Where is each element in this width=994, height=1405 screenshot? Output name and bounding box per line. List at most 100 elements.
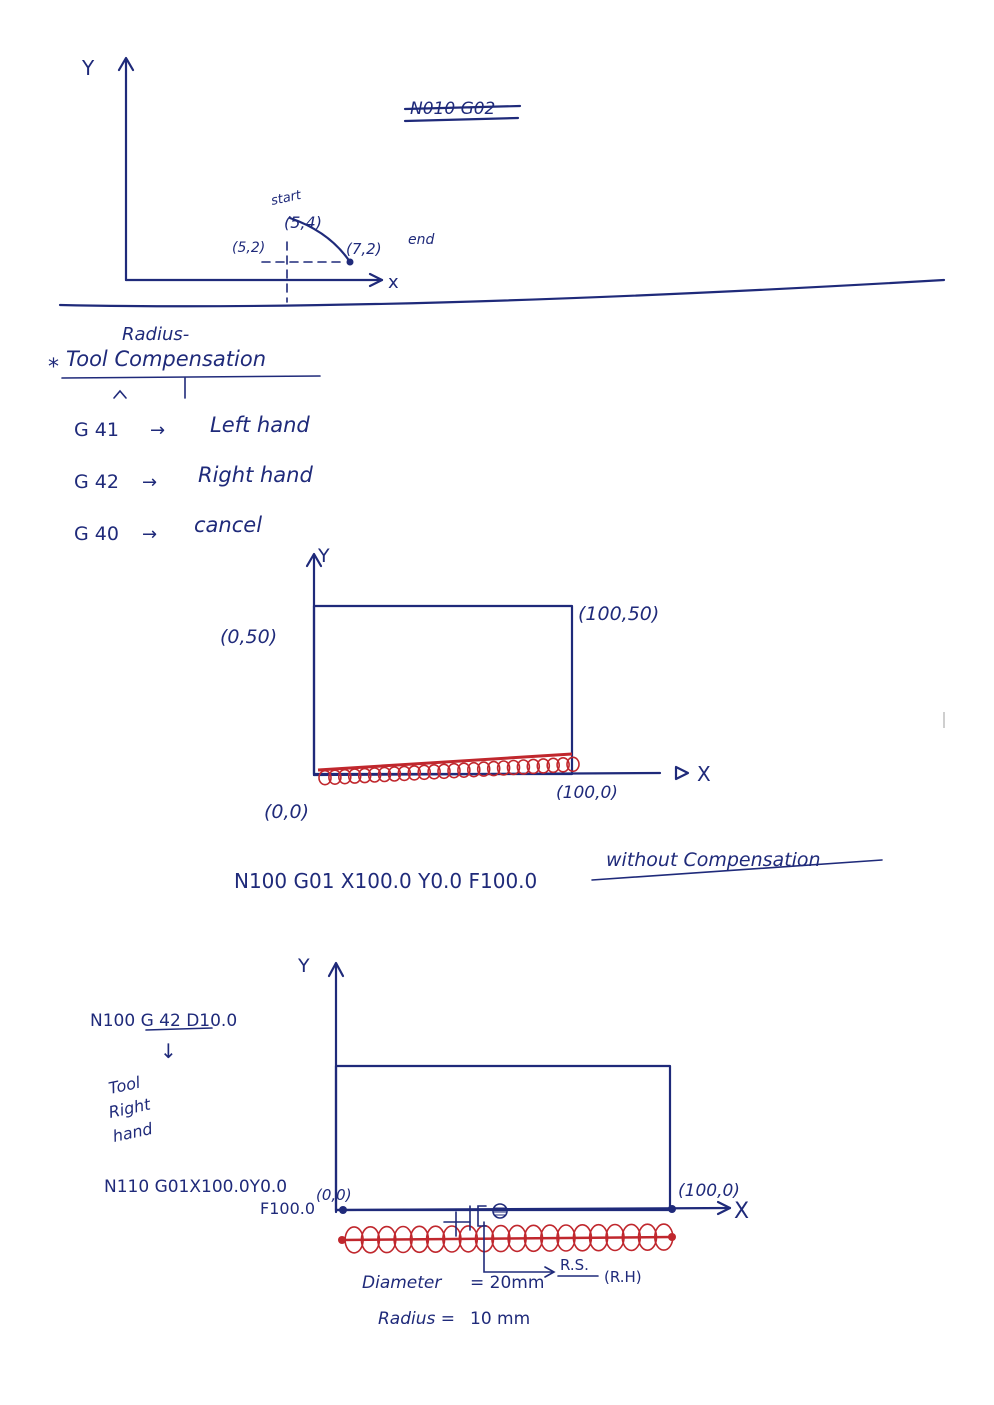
- coil-loop: [491, 1224, 511, 1253]
- graph3-x-label: X: [734, 1199, 749, 1224]
- coil-loop: [566, 756, 580, 773]
- graph2-top-left: (0,50): [220, 626, 277, 648]
- graph2-note-underline: [591, 859, 883, 881]
- coil-loop: [367, 767, 382, 783]
- coil-loop: [486, 760, 501, 777]
- graph2-origin: (0,0): [264, 801, 309, 823]
- graph3-bottom-right: (100,0): [678, 1181, 740, 1201]
- coil-loop: [376, 1225, 397, 1254]
- graph2-y-arrowhead: [305, 552, 323, 568]
- code-g42: G 42: [74, 471, 119, 493]
- coil-loop: [526, 758, 541, 775]
- tool-compensation-section: Radius- * Tool Compensation G 41 → Left …: [48, 324, 321, 545]
- coil-loop: [437, 763, 451, 780]
- graph1-arc: [288, 216, 352, 264]
- graph3-rectangle: [334, 1064, 672, 1212]
- graph2-rectangle: [312, 604, 574, 776]
- coil-loop: [328, 769, 342, 786]
- graph2-x-arrowhead: [674, 765, 690, 781]
- radius-value: 10 mm: [470, 1309, 530, 1329]
- graph1-strike-line-1: [403, 104, 522, 111]
- graph3-end-dot: [668, 1233, 676, 1241]
- graph1-x-arrowhead: [368, 272, 384, 288]
- coil-loop: [539, 1224, 560, 1252]
- graph3-origin-dot: [339, 1206, 347, 1214]
- graph3-line1-prefix-text: N100: [90, 1011, 141, 1031]
- coil-loop: [605, 1223, 625, 1252]
- graph3-down-arrow: ↓: [160, 1039, 177, 1063]
- graph3-y-arrowhead: [327, 961, 345, 978]
- graph3-origin: (0,0): [316, 1186, 352, 1204]
- caret-mark: [113, 389, 127, 399]
- coil-loop: [442, 1225, 462, 1253]
- coil-loop: [393, 1225, 413, 1254]
- code-g40: G 40: [74, 523, 119, 545]
- radius-label: Radius-: [122, 324, 189, 345]
- coil-loop: [523, 1224, 544, 1253]
- graph3-line1-prefix: N100 G 42 D10.0: [90, 1011, 237, 1031]
- graph3-y-label: Y: [297, 955, 310, 977]
- coil-loop: [377, 766, 392, 783]
- graph-with-compensation: Y X N100 G 42 D10.0 ↓ Tool Right hand N1…: [90, 955, 749, 1329]
- coil-loop: [347, 768, 362, 784]
- coil-loop: [546, 757, 561, 774]
- graph1-corner-point: (5,2): [232, 240, 265, 256]
- coil-loop: [387, 766, 402, 782]
- graph2-program: N100 G01 X100.0 Y0.0 F100.0: [234, 869, 537, 893]
- coil-loop: [457, 762, 471, 779]
- coil-loop: [318, 769, 332, 786]
- graph2-y-label: Y: [317, 545, 330, 567]
- coil-loop: [556, 756, 570, 773]
- graph1-y-label: Y: [81, 56, 95, 80]
- coil-loop: [466, 761, 481, 778]
- rs-leader-line: [483, 1221, 553, 1273]
- code-g41-meaning: Left hand: [210, 413, 310, 437]
- diameter-label: Diameter: [362, 1273, 442, 1293]
- coil-loop: [447, 762, 461, 779]
- diameter-value: = 20mm: [470, 1273, 544, 1293]
- code-g40-arrow: →: [142, 524, 157, 545]
- coil-loop: [417, 764, 432, 781]
- graph2-x-label: X: [697, 762, 711, 786]
- section-divider: [58, 278, 946, 308]
- graph1-x-label: x: [388, 272, 399, 293]
- coil-loop: [397, 765, 412, 782]
- star-mark: *: [48, 355, 59, 380]
- graph-without-compensation: Y X (0,50) (100,50) (0,0) (100,0) N100 G…: [220, 545, 883, 893]
- graph2-note: without Compensation: [606, 849, 821, 871]
- graph3-tool-word: Tool: [107, 1073, 143, 1098]
- coil-loop: [637, 1223, 658, 1251]
- code-g41: G 41: [74, 419, 119, 441]
- coil-loop: [506, 759, 521, 776]
- cutter-icon: [492, 1203, 508, 1219]
- graph3-start-dot: [338, 1236, 346, 1244]
- graph3-line2: N110 G01X100.0Y0.0: [104, 1177, 287, 1197]
- graph1-end-point: (7,2): [346, 240, 382, 258]
- coil-loop: [621, 1223, 642, 1252]
- coil-loop: [425, 1225, 446, 1253]
- graph2-top-right: (100,50): [578, 603, 659, 625]
- coil-loop: [476, 761, 491, 777]
- coil-loop: [458, 1225, 479, 1253]
- coil-loop: [357, 767, 372, 784]
- graph3-code-underline: [145, 1027, 213, 1031]
- code-g42-meaning: Right hand: [198, 463, 313, 487]
- coil-loop: [427, 763, 441, 780]
- rs-leader-arrowhead: [544, 1266, 556, 1278]
- graph1-end-dot: [346, 258, 354, 266]
- coil-loop: [572, 1224, 593, 1252]
- title-underline: [61, 375, 321, 379]
- coil-loop: [507, 1224, 527, 1253]
- graph3-line1-code: G 42: [141, 1011, 181, 1031]
- coil-loop: [496, 760, 511, 776]
- code-g42-arrow: →: [142, 472, 157, 493]
- graph-arc-example: Y x N010 G02 start (5,4) (5,2) (7,2) end: [81, 56, 522, 303]
- bracket-mark: [477, 1205, 487, 1227]
- coil-loop: [360, 1226, 381, 1254]
- graph3-line3: F100.0: [260, 1199, 315, 1218]
- graph3-red-cut-line: [341, 1235, 673, 1242]
- graph3-hand-word: hand: [111, 1119, 155, 1146]
- rh-label: (R.H): [604, 1268, 642, 1286]
- graph1-start-label: start: [270, 188, 304, 209]
